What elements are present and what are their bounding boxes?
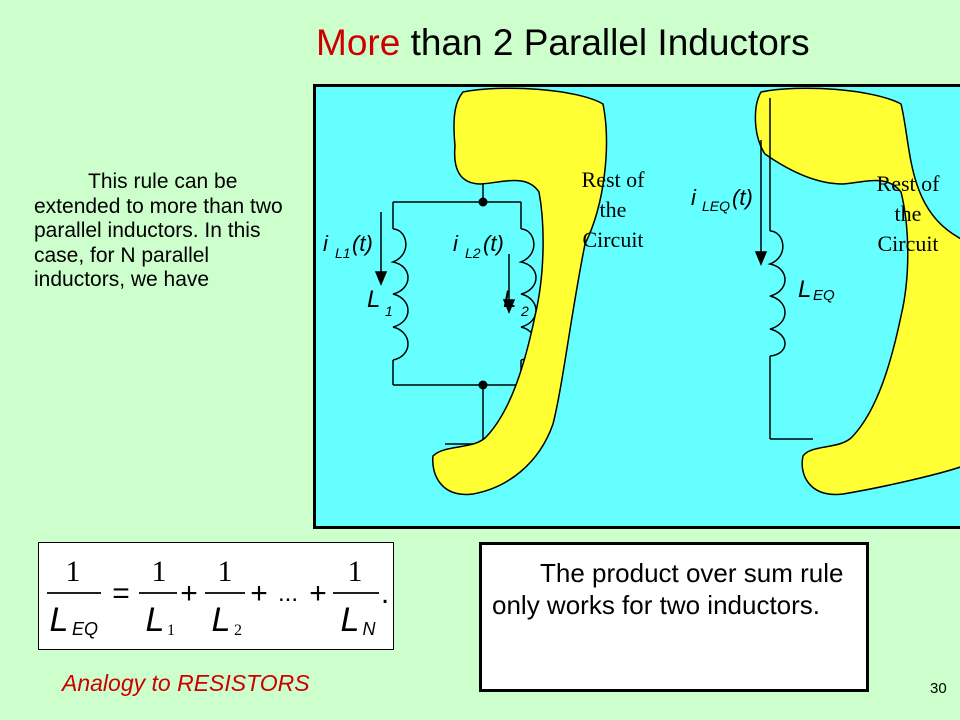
label-il2: i L2 (t) [453, 231, 504, 261]
formula-plus-1: + [180, 577, 198, 610]
note-text: The product over sum rule only works for… [492, 558, 844, 620]
current-arrow-eq [754, 140, 768, 266]
slide-title: More than 2 Parallel Inductors [316, 22, 810, 64]
rest-right-line2: the [895, 201, 922, 226]
formula-one-l1: 1 [152, 555, 167, 588]
formula-leq-term: 1 L EQ [47, 555, 101, 639]
formula-one: 1 [66, 555, 81, 588]
formula-l1-term: 1 L 1 [139, 555, 177, 639]
title-rest: than 2 Parallel Inductors [400, 22, 810, 63]
rest-left-line1: Rest of [582, 167, 646, 192]
node-bottom [478, 380, 488, 390]
il2-sub: L2 [465, 245, 481, 261]
l2-main: L [503, 286, 516, 313]
rest-of-circuit-blob-right [754, 87, 960, 496]
formula-ln-term: 1 L N [333, 555, 379, 639]
rest-left-line2: the [600, 197, 627, 222]
rest-left-line3: Circuit [582, 227, 643, 252]
l1-sub: 1 [385, 303, 393, 319]
formula-ln-sub: N [363, 619, 377, 639]
formula-equals: = [112, 577, 130, 610]
formula-plus-3: + [309, 577, 327, 610]
formula-box: 1 L EQ = 1 L 1 + 1 L 2 + ... + 1 L N . [38, 542, 394, 650]
intro-text: This rule can be extended to more than t… [34, 170, 294, 293]
formula-l2-term: 1 L 2 [205, 555, 245, 639]
inductor-l1-coil [390, 228, 409, 361]
ileq-main: i [691, 185, 697, 210]
rest-right-line3: Circuit [877, 231, 938, 256]
rest-of-circuit-blob-left [432, 87, 608, 496]
formula-plus-2: + [250, 577, 268, 610]
l2-sub: 2 [520, 303, 529, 319]
il1-arg: (t) [352, 231, 373, 256]
analogy-label: Analogy to RESISTORS [62, 670, 310, 696]
node-top [478, 197, 488, 207]
title-accent: More [316, 22, 401, 63]
formula-ln: L [341, 601, 360, 639]
label-leq: L EQ [798, 276, 835, 304]
formula-l2: L [212, 601, 231, 639]
il2-main: i [453, 231, 459, 256]
label-l1: L 1 [367, 286, 393, 319]
ileq-sub: LEQ [702, 198, 730, 214]
current-arrows [374, 212, 516, 314]
intro-paragraph: This rule can be extended to more than t… [34, 170, 283, 291]
label-ileq: i LEQ (t) [691, 185, 753, 214]
leq-main: L [798, 276, 811, 303]
formula-one-l2: 1 [218, 555, 233, 588]
page-number: 30 [930, 680, 947, 697]
ileq-arg: (t) [732, 185, 753, 210]
rest-right-line1: Rest of [877, 171, 941, 196]
l1-main: L [367, 286, 380, 313]
formula-l1-sub: 1 [167, 622, 175, 639]
il1-main: i [323, 231, 329, 256]
label-il1: i L1 (t) [323, 231, 373, 261]
circuit-diagram: i L1 (t) i L2 (t) L 1 L 2 Rest of the Ci… [313, 84, 960, 529]
formula-period: . [381, 577, 389, 610]
label-l2: L 2 [503, 286, 529, 319]
formula-one-ln: 1 [348, 555, 363, 588]
il1-sub: L1 [335, 245, 351, 261]
formula-ellipsis: ... [278, 580, 298, 607]
leq-sub: EQ [813, 287, 835, 304]
rest-of-circuit-label-right: Rest of the Circuit [877, 171, 941, 256]
note-box: The product over sum rule only works for… [479, 542, 869, 692]
right-wires [769, 98, 813, 440]
formula-l1: L [146, 601, 165, 639]
formula-leq-sub: EQ [72, 619, 98, 639]
rest-of-circuit-label-left: Rest of the Circuit [582, 167, 646, 252]
formula-l2-sub: 2 [234, 622, 242, 639]
il2-arg: (t) [483, 231, 504, 256]
inductor-leq-coil [767, 230, 786, 357]
formula-leq: L [50, 601, 69, 639]
